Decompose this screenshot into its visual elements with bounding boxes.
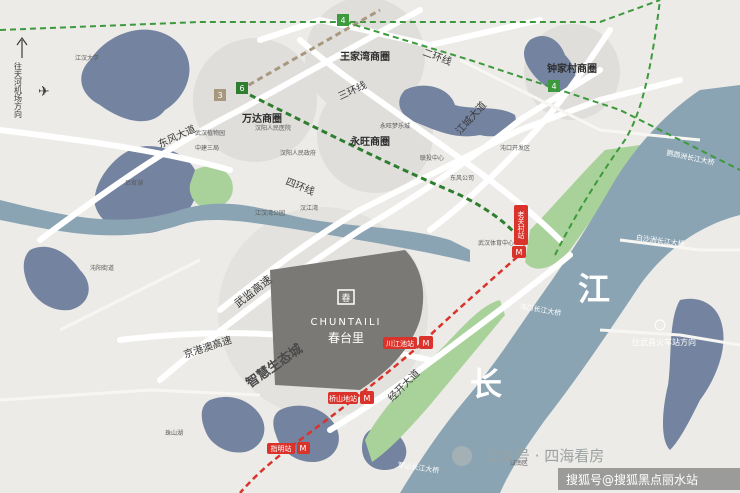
svg-text:M: M (516, 248, 523, 257)
small-label: 汉江湾 (300, 204, 318, 212)
lake-east (663, 298, 724, 450)
arrow-up-icon (16, 36, 28, 58)
watermark-source: 搜狐号@搜狐黑点丽水站 (566, 472, 698, 487)
metro-badge-label: 4 (551, 82, 556, 91)
watermark-account: 公众号 · 四海看房 (485, 447, 604, 465)
metro-line-6 (249, 93, 527, 246)
station-label-bg (383, 337, 417, 349)
small-label: 武汉植物园 (195, 129, 225, 137)
station-label-chuanjiang: 川江池站 (386, 339, 414, 348)
small-label: 江汉湾公园 (255, 209, 285, 217)
lake-houguan (81, 29, 190, 122)
station-label-zhuanyang: 指明站 (271, 444, 292, 453)
watermark: 公众号 · 四海看房 搜狐号@搜狐黑点丽水站 (452, 446, 740, 490)
small-label: 汉南区 (510, 459, 528, 467)
small-label: 沌口开发区 (500, 144, 530, 152)
park-riverside-west (365, 300, 505, 462)
watermark-bg (558, 468, 740, 490)
svg-text:M: M (364, 394, 371, 403)
metro-badge-label: 6 (239, 84, 244, 93)
small-label: 武汉体育中心 (478, 239, 514, 247)
station-label-lingshan: 桥山地站 (329, 394, 357, 403)
park-west (189, 166, 233, 208)
small-labels: 江汉大学 中建三局 沌口开发区 汉阳人民医院 汉江湾 后官湖 武汉植物园 沌阳街… (75, 54, 530, 467)
small-label: 联投中心 (420, 154, 444, 162)
station-label-bg (328, 392, 358, 404)
river-label-jiang: 江 (578, 270, 610, 308)
direction-airport: 往天河机场方向 (14, 61, 23, 118)
district-label-wangjiawan: 王家湾商圈 (340, 50, 390, 63)
small-label: 沌阳街道 (90, 264, 114, 272)
project-logo-mark (337, 289, 355, 305)
station-marker (419, 336, 433, 349)
metro-line-green-river (554, 0, 661, 256)
district-label-zhongjiacun: 钟家村商圈 (547, 62, 597, 75)
direction-wuchang-station: 往武昌火车站方向 (632, 337, 696, 347)
lake-moshui (399, 85, 516, 137)
airplane-icon: ✈ (38, 84, 50, 100)
small-label: 汉阳人民政府 (280, 149, 316, 157)
station-label-laoguancun: 老关村站 (517, 210, 525, 240)
project-name-en: CHUNTAILI (311, 317, 382, 328)
metro-line-4-north (0, 0, 661, 31)
metro-line-red (239, 249, 526, 493)
train-station-icon (654, 319, 666, 331)
district-label-wanda: 万达商圈 (241, 112, 282, 125)
station-lingshan: 桥山地站 M (328, 391, 374, 404)
lake-zhongjia (524, 35, 576, 92)
district-label-yongwang: 永旺商圈 (349, 135, 390, 148)
station-label-bg (514, 205, 528, 245)
station-marker (297, 442, 310, 454)
small-label: 中建三局 (195, 144, 219, 152)
metro-badge-4-north: 4 (337, 14, 349, 26)
metro-badge-label: 3 (217, 91, 222, 100)
svg-text:M: M (300, 444, 307, 453)
svg-text:M: M (423, 339, 430, 348)
project-name-cn: 春台里 (328, 330, 364, 345)
project-logo: 春 CHUNTAILI 春台里 (311, 289, 382, 345)
metro-badge-4-east: 4 (548, 80, 560, 92)
metro-line-tan (239, 8, 381, 92)
metro-badge-label: 4 (340, 16, 345, 25)
lake-west (94, 146, 198, 234)
wechat-icon (452, 446, 472, 466)
lake-south1 (201, 396, 265, 453)
small-label: 珠山湖 (165, 429, 183, 437)
project-parcel (270, 250, 424, 390)
secondary-roads (0, 58, 740, 402)
lake-sw (23, 246, 89, 311)
project-logo-glyph: 春 (341, 292, 350, 304)
metro-badge-6: 6 (236, 82, 248, 94)
station-chuanjiang: 川江池站 M (383, 336, 433, 349)
small-label: 永旺梦乐城 (380, 122, 410, 130)
river-label-chang: 长 (470, 365, 502, 403)
small-label: 江汉大学 (75, 54, 99, 62)
river-han (0, 200, 470, 262)
small-label: 东风公司 (450, 174, 474, 182)
station-label-bg (267, 443, 295, 454)
station-marker (360, 391, 374, 404)
station-marker (512, 246, 526, 258)
station-laoguancun: M 老关村站 (512, 205, 528, 258)
metro-badge-3: 3 (214, 89, 226, 101)
small-label: 汉阳人民医院 (255, 124, 291, 132)
small-label: 后官湖 (125, 179, 143, 187)
station-zhuanyang: 指明站 M (267, 442, 310, 454)
river-yangtze (400, 85, 740, 493)
